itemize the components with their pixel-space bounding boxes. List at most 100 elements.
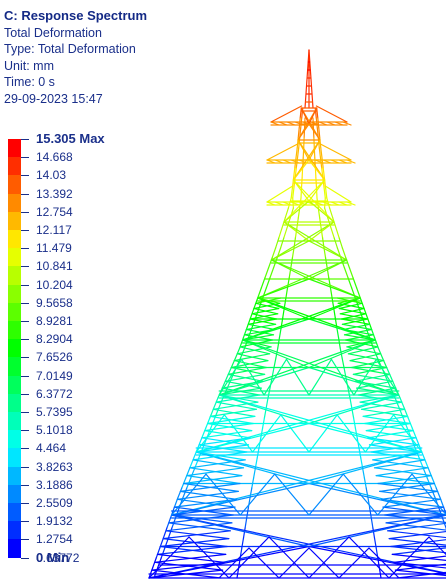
tower-lattice bbox=[236, 346, 272, 355]
legend-value-label: 5.1018 bbox=[36, 423, 73, 438]
tower-lattice bbox=[308, 536, 350, 579]
legend-tick bbox=[21, 321, 29, 322]
legend-color-band bbox=[8, 248, 21, 267]
tower-inner-leg bbox=[370, 517, 374, 529]
tower-leg bbox=[341, 247, 347, 259]
tower-lattice bbox=[308, 473, 344, 516]
tower-inner-leg bbox=[296, 217, 299, 229]
tower-lattice bbox=[340, 318, 371, 325]
legend-min-label: 0 Min bbox=[36, 549, 70, 565]
tower-leg bbox=[347, 277, 353, 289]
legend-value-label: 9.5658 bbox=[36, 295, 73, 310]
tower-brace bbox=[308, 200, 335, 223]
tower-inner-leg bbox=[362, 467, 365, 479]
tower-leg bbox=[283, 227, 288, 239]
legend-color-band bbox=[8, 230, 21, 249]
result-time: Time: 0 s bbox=[4, 75, 55, 89]
legend-tick bbox=[21, 393, 29, 395]
legend-value-label: 2.5509 bbox=[36, 496, 73, 510]
result-title: C: Response Spectrum bbox=[4, 8, 148, 23]
legend-color-band bbox=[8, 175, 21, 195]
tower-leg bbox=[327, 217, 332, 229]
legend-value-label: 12.754 bbox=[36, 204, 73, 219]
legend-tick bbox=[21, 193, 29, 195]
tower-lattice bbox=[359, 401, 406, 410]
tower-cross-arm bbox=[270, 121, 280, 126]
legend-tick bbox=[21, 557, 29, 559]
tower-inner-leg bbox=[282, 307, 285, 319]
tower-inner-leg bbox=[244, 517, 248, 529]
tower-lattice bbox=[251, 307, 280, 315]
legend-value-label: 0.63772 bbox=[36, 550, 80, 565]
legend-value-label: 10.204 bbox=[36, 277, 73, 292]
tower-leg bbox=[322, 167, 325, 179]
tower-brace bbox=[300, 107, 310, 125]
result-type: Type: Total Deformation bbox=[4, 42, 136, 56]
tower-lattice bbox=[372, 459, 429, 469]
tower-inner-leg bbox=[358, 447, 362, 459]
tower-brace bbox=[257, 278, 310, 299]
legend-color-band bbox=[8, 357, 21, 377]
tower-inner-leg bbox=[315, 187, 318, 199]
tower-leg bbox=[162, 527, 168, 539]
tower-lattice bbox=[428, 536, 446, 556]
legend-value-label: 3.1886 bbox=[36, 477, 73, 492]
tower-lattice bbox=[247, 318, 278, 325]
tower-inner-leg bbox=[333, 307, 336, 319]
tower-lattice bbox=[377, 482, 439, 492]
tower-lattice bbox=[362, 415, 411, 425]
tower-lattice bbox=[239, 473, 276, 516]
tower-lattice bbox=[176, 490, 239, 500]
tower-lattice bbox=[233, 353, 271, 362]
tower-lattice bbox=[330, 358, 355, 396]
tower-leg bbox=[249, 307, 255, 319]
tower-inner-leg bbox=[291, 247, 295, 259]
tower-leg bbox=[226, 377, 233, 389]
tower-inner-leg bbox=[236, 567, 240, 579]
tower-inner-leg bbox=[365, 487, 369, 499]
tower-leg bbox=[356, 287, 361, 299]
tower-leg bbox=[213, 397, 219, 409]
tower-lattice bbox=[347, 353, 385, 362]
tower-cross-arm bbox=[278, 121, 288, 126]
legend-color-band bbox=[8, 321, 21, 340]
legend-color-band bbox=[8, 393, 21, 413]
legend-color-band bbox=[8, 302, 21, 322]
legend-value-label: 1.9132 bbox=[36, 514, 73, 529]
tower-lattice bbox=[168, 514, 234, 524]
tower-brace bbox=[308, 179, 326, 202]
legend-tick bbox=[21, 284, 29, 286]
tower-cross-arm bbox=[266, 143, 299, 161]
legend-value-label: 14.668 bbox=[36, 150, 73, 165]
tower-leg bbox=[275, 237, 280, 249]
tower-cross-arm bbox=[319, 143, 352, 161]
tower-leg bbox=[326, 197, 331, 209]
legend-tick bbox=[21, 175, 29, 177]
legend-value-label: 7.0149 bbox=[36, 368, 73, 383]
tower-lattice bbox=[249, 313, 279, 320]
tower-cross-arm bbox=[315, 105, 348, 123]
tower-inner-leg bbox=[275, 347, 279, 359]
tower-brace bbox=[171, 482, 310, 516]
tower-lattice bbox=[165, 522, 233, 532]
tower-inner-leg bbox=[247, 497, 251, 509]
legend-color-band bbox=[8, 375, 21, 395]
tower-brace bbox=[292, 179, 310, 202]
tower-leg bbox=[348, 267, 354, 279]
tower-leg bbox=[295, 147, 298, 159]
legend-value-label: 13.392 bbox=[36, 186, 73, 201]
legend-value-label: 12.117 bbox=[36, 223, 72, 237]
tower-inner-leg bbox=[378, 567, 382, 579]
tower-cross-arm bbox=[282, 201, 292, 206]
tower-lattice bbox=[346, 346, 382, 355]
tower-lattice bbox=[255, 297, 282, 304]
tower-leg bbox=[377, 347, 384, 359]
legend-value-label: 14.03 bbox=[36, 168, 67, 183]
tower-spire bbox=[304, 49, 310, 109]
tower-spire bbox=[308, 49, 314, 109]
tower-leg bbox=[338, 237, 343, 249]
legend-tick bbox=[21, 466, 29, 468]
legend-tick bbox=[21, 539, 29, 541]
